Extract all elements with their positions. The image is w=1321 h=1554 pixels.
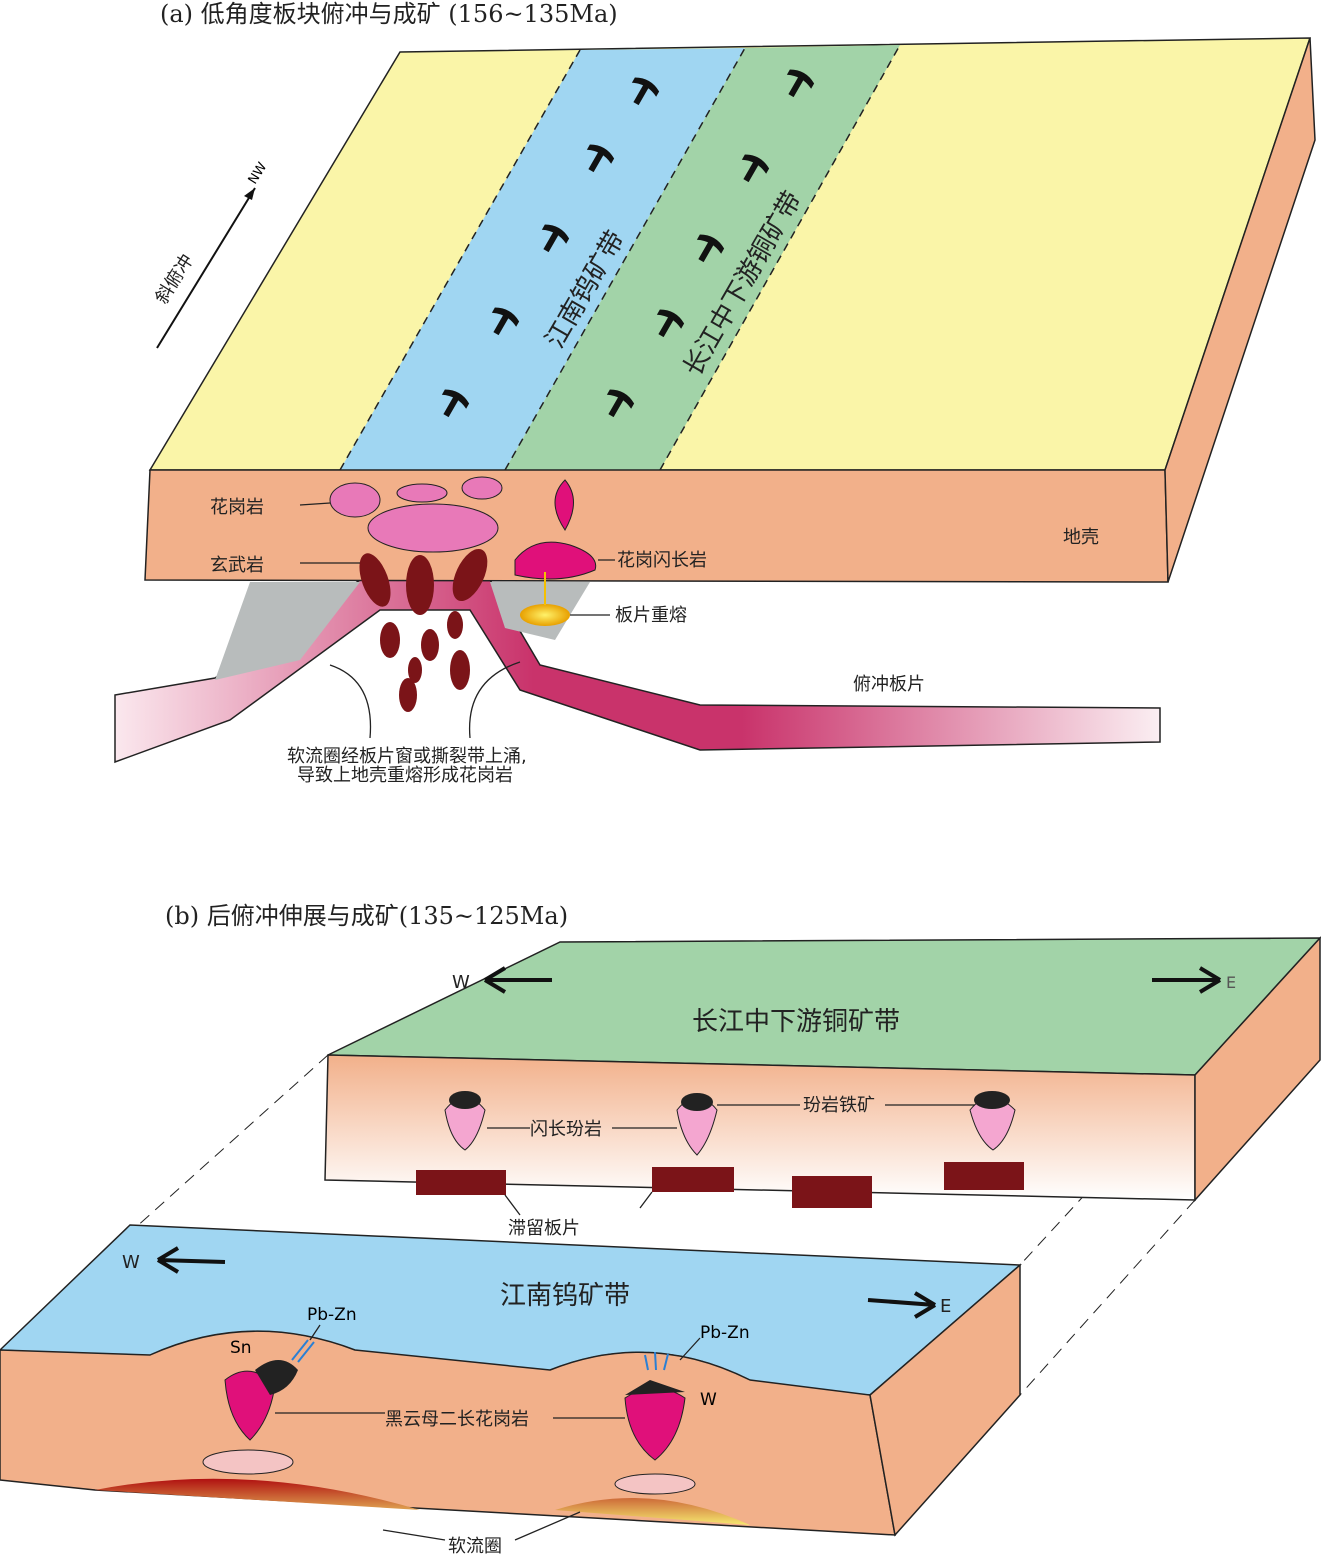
upper-east-arrow — [1152, 966, 1222, 994]
lower-east-arrow — [867, 1291, 937, 1319]
oblique-label: 斜俯冲 — [151, 251, 197, 308]
granite-label: 花岗岩 — [210, 497, 264, 518]
panel-b-title: (b) 后俯冲伸展与成矿(135~125Ma) — [165, 902, 568, 930]
crust-label: 地壳 — [1063, 527, 1099, 548]
lower-west-label: W — [122, 1252, 140, 1273]
subducting-slab-label: 俯冲板片 — [853, 674, 925, 695]
lower-east-label: E — [940, 1296, 951, 1317]
slab-melt — [520, 604, 570, 626]
slab-melting-label: 板片重熔 — [615, 605, 687, 626]
w-label: W — [700, 1390, 717, 1410]
granodiorite-label: 花岗闪长岩 — [617, 550, 707, 571]
granite-bodies — [329, 476, 503, 553]
porphyrite-iron-label: 玢岩铁矿 — [803, 1095, 875, 1116]
pbzn-label-1: Pb-Zn — [307, 1305, 357, 1325]
lower-block-side — [869, 1263, 1021, 1537]
upper-block-side — [1194, 936, 1321, 1202]
upper-west-arrow — [483, 966, 552, 994]
diorite-porphyrite-label: 闪长玢岩 — [530, 1119, 602, 1140]
basalt-blobs — [359, 548, 488, 712]
mantle-wedge-left — [215, 582, 360, 680]
upper-belt-label: 长江中下游铜矿带 — [692, 1007, 900, 1037]
stagnant-slabs — [416, 1162, 1024, 1208]
basalt-label: 玄武岩 — [210, 555, 264, 576]
caption-line2: 导致上地壳重熔形成花岗岩 — [297, 765, 513, 786]
lower-west-arrow — [156, 1246, 226, 1274]
stagnant-slab-label: 滞留板片 — [508, 1218, 580, 1239]
lower-belt-label: 江南钨矿带 — [500, 1281, 630, 1311]
upper-intrusions — [444, 1091, 1016, 1156]
jiangnan-belt-band — [340, 48, 745, 470]
asthenosphere-label: 软流圈 — [448, 1536, 502, 1554]
oblique-arrow — [156, 187, 256, 349]
belt-boundaries — [339, 44, 901, 471]
panel-b: (b) 后俯冲伸展与成矿(135~125Ma) 长江中下游铜矿带 W E 闪长玢… — [0, 902, 1321, 1554]
biotite-granite-label: 黑云母二长花岗岩 — [385, 1409, 529, 1430]
sn-label: Sn — [230, 1338, 252, 1358]
panel-a-title: (a) 低角度板块俯冲与成矿 (156~135Ma) — [160, 0, 618, 28]
granodiorite-body — [514, 479, 597, 580]
nw-label: NW — [246, 160, 271, 187]
asthenosphere — [95, 1478, 750, 1525]
caption-line1: 软流圈经板片窗或撕裂带上涌, — [287, 746, 527, 767]
pbzn-label-2: Pb-Zn — [700, 1323, 750, 1343]
crust-side — [1164, 37, 1316, 583]
panel-a: (a) 低角度板块俯冲与成矿 (156~135Ma) 江南钨矿带 长江中下游铜矿… — [114, 0, 1316, 786]
upper-west-label: W — [452, 972, 470, 993]
two-mica-granite-bodies — [202, 1360, 696, 1495]
upper-east-label: E — [1226, 973, 1236, 992]
